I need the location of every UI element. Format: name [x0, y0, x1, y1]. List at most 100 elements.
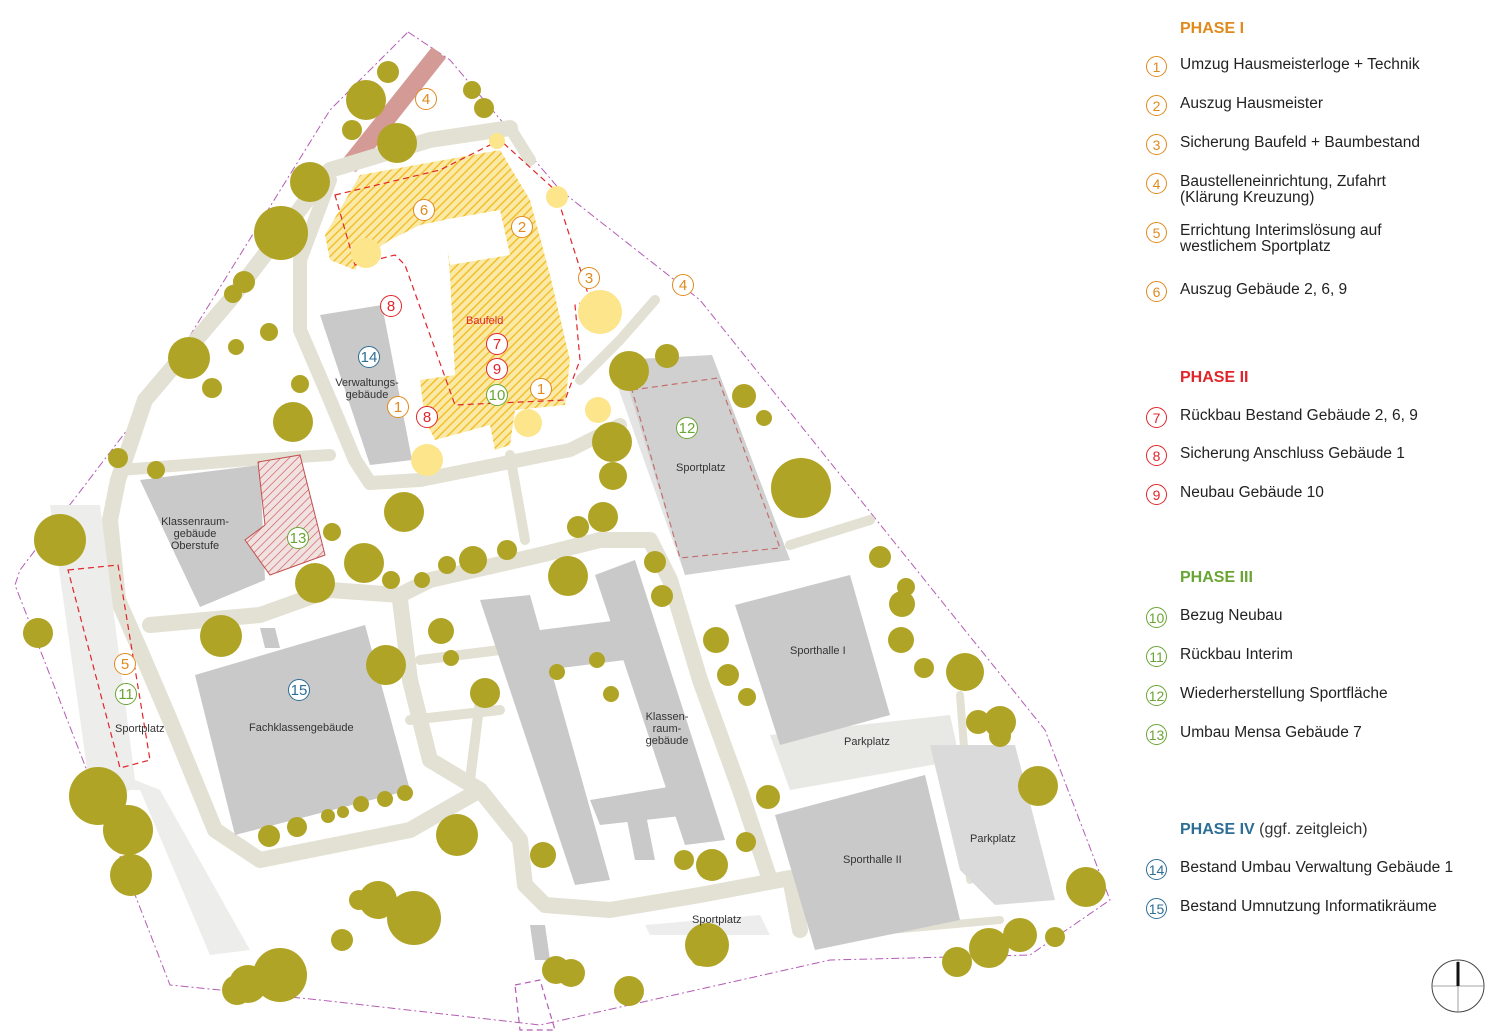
tree [342, 120, 362, 140]
tree [603, 686, 619, 702]
map-marker-11: 11 [115, 683, 137, 705]
tree [946, 653, 984, 691]
tree [771, 458, 831, 518]
tree [549, 664, 565, 680]
legend-number-badge: 5 [1146, 222, 1167, 243]
tree [384, 492, 424, 532]
tree [717, 664, 739, 686]
map-marker-7: 7 [486, 333, 508, 355]
legend-item-text: Rückbau Bestand Gebäude 2, 6, 9 [1180, 407, 1418, 424]
legend-item-text: Umbau Mensa Gebäude 7 [1180, 724, 1362, 741]
legend-item-text: Sicherung Baufeld + Baumbestand [1180, 134, 1420, 151]
legend-item-text: Bezug Neubau [1180, 607, 1283, 624]
tree [295, 563, 335, 603]
legend-item-text: Auszug Gebäude 2, 6, 9 [1180, 281, 1348, 298]
tree [382, 571, 400, 589]
marker-number: 4 [422, 91, 430, 108]
tree [23, 618, 53, 648]
map-marker-6: 6 [413, 199, 435, 221]
tree [459, 546, 487, 574]
site-plan-map: Baufeld Verwaltungs-gebäude Klassenraum-… [14, 31, 1111, 1031]
phase-title: PHASE I [1180, 20, 1244, 38]
tree [414, 572, 430, 588]
label-sportplatz-nord: Sportplatz [676, 462, 726, 474]
legend-number-badge: 14 [1146, 859, 1167, 880]
tree [323, 523, 341, 541]
label-sporthalle-2: Sporthalle II [843, 854, 902, 866]
tree [346, 80, 386, 120]
marker-circle [530, 378, 552, 400]
marker-number: 2 [518, 219, 526, 236]
tree [914, 658, 934, 678]
legend-number-badge: 11 [1146, 646, 1167, 667]
tree [703, 627, 729, 653]
tree [290, 162, 330, 202]
map-marker-14: 14 [358, 346, 380, 368]
marker-circle [380, 295, 402, 317]
legend-item-text: Wiederherstellung Sportfläche [1180, 685, 1388, 702]
map-marker-5: 5 [114, 653, 136, 675]
tree [366, 645, 406, 685]
marker-circle [578, 267, 600, 289]
tree [147, 461, 165, 479]
tree [387, 891, 441, 945]
label-verwaltung: Verwaltungs-gebäude [335, 377, 399, 401]
tree [331, 929, 353, 951]
label-sportplatz-sued: Sportplatz [692, 914, 742, 926]
label-fachklassengebaeude: Fachklassengebäude [249, 722, 354, 734]
tree [224, 285, 242, 303]
tree [443, 650, 459, 666]
tree [966, 710, 990, 734]
tree [530, 842, 556, 868]
tree [254, 206, 308, 260]
tree [1045, 927, 1065, 947]
marker-number: 6 [420, 202, 428, 219]
tree [428, 618, 454, 644]
tree [321, 809, 335, 823]
marker-number: 8 [387, 298, 395, 315]
tree [651, 585, 673, 607]
map-marker-4: 4 [415, 88, 437, 110]
marker-circle [358, 346, 380, 368]
label-parkplatz-2: Parkplatz [970, 833, 1016, 845]
legend-number-badge: 9 [1146, 484, 1167, 505]
tree [736, 832, 756, 852]
tree [253, 948, 307, 1002]
tree [942, 947, 972, 977]
tree [738, 688, 756, 706]
tree [353, 796, 369, 812]
tree [557, 959, 585, 987]
tree [34, 514, 86, 566]
tree [438, 556, 456, 574]
tree [1018, 766, 1058, 806]
phase-title: PHASE III [1180, 569, 1253, 587]
marker-circle [486, 384, 508, 406]
tree [103, 805, 153, 855]
map-marker-13: 13 [287, 527, 309, 549]
tree [674, 850, 694, 870]
phase-title-text: PHASE II [1180, 369, 1249, 386]
tree [377, 61, 399, 83]
marker-circle [387, 396, 409, 418]
tree [200, 615, 242, 657]
tree [110, 854, 152, 896]
marker-circle [114, 653, 136, 675]
marker-circle [287, 527, 309, 549]
marker-number: 8 [423, 409, 431, 426]
tree [344, 543, 384, 583]
tree [589, 652, 605, 668]
marker-number: 15 [291, 682, 308, 699]
map-marker-15: 15 [288, 679, 310, 701]
